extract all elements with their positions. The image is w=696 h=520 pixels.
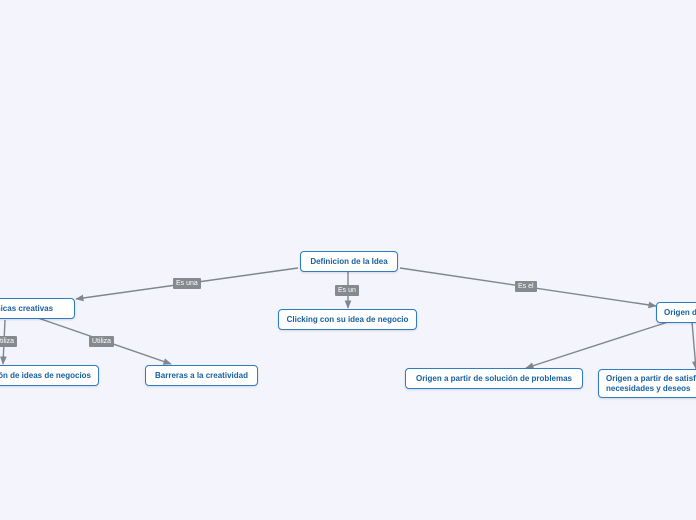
topic-node-tecnicas-creativas[interactable]: Técnicas creativas <box>0 298 75 319</box>
topic-label-barreras: Barreras a la creatividad <box>155 370 248 380</box>
topic-label-generacion-ideas: Generación de ideas de negocios <box>0 370 91 380</box>
topic-label-tecnicas-creativas: Técnicas creativas <box>0 303 54 313</box>
topic-label-clicking: Clicking con su idea de negocio <box>286 314 409 324</box>
link-label-es-un[interactable]: Es un <box>335 285 359 296</box>
central-topic-label: Definicion de la Idea <box>310 256 388 266</box>
link-label-utiliza-generacion[interactable]: Utiliza <box>0 336 18 347</box>
topic-node-generacion-ideas[interactable]: Generación de ideas de negocios <box>0 365 99 386</box>
link-label-es-una[interactable]: Es una <box>173 278 201 289</box>
topic-node-origen-necesidades[interactable]: Origen a partir de satisfacción de neces… <box>598 369 696 398</box>
topic-label-origen-problemas: Origen a partir de solución de problemas <box>415 373 573 383</box>
edge-origen-to-necesidades <box>691 321 696 370</box>
topic-label-origen-necesidades: Origen a partir de satisfacción de neces… <box>606 373 696 393</box>
topic-node-barreras[interactable]: Barreras a la creatividad <box>145 365 258 386</box>
link-label-utiliza-barreras[interactable]: Utiliza <box>89 336 115 347</box>
topic-label-origen: Origen de <box>664 307 696 317</box>
link-label-es-el[interactable]: Es el <box>515 281 537 292</box>
topic-node-origen[interactable]: Origen de <box>656 302 696 323</box>
central-topic-node[interactable]: Definicion de la Idea <box>300 251 398 272</box>
edge-origen-to-problemas <box>525 321 669 369</box>
topic-node-clicking[interactable]: Clicking con su idea de negocio <box>278 309 417 330</box>
topic-node-origen-problemas[interactable]: Origen a partir de solución de problemas <box>405 368 583 389</box>
